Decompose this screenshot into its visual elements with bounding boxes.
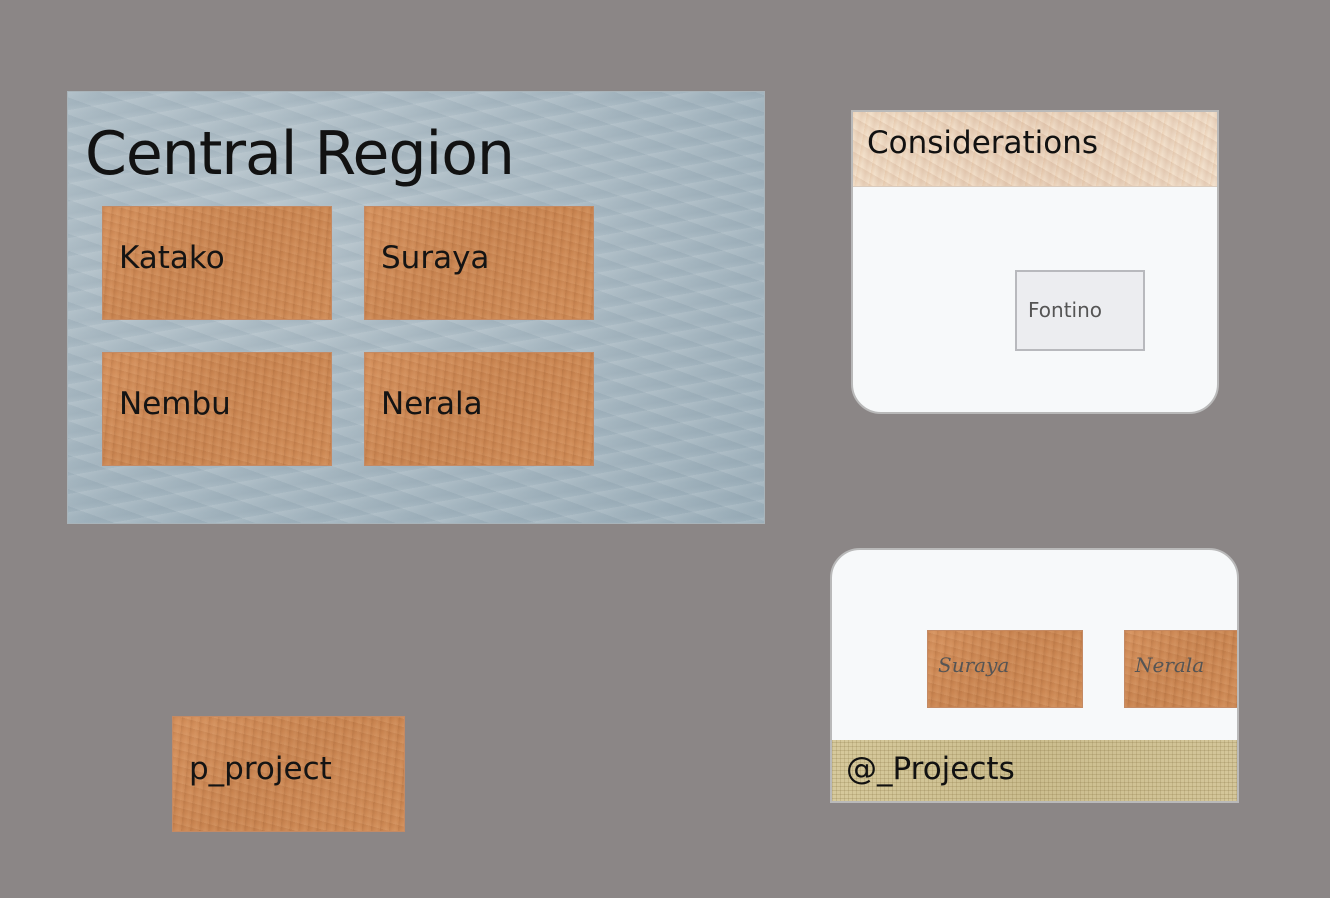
node-nerala[interactable]: Nerala (364, 352, 594, 466)
projects-panel[interactable]: Suraya Nerala @_Projects (830, 548, 1239, 803)
node-label: Nerala (1135, 653, 1205, 677)
central-region-group[interactable]: Central Region Katako Suraya Nembu Neral… (67, 91, 765, 524)
node-label: Suraya (938, 653, 1010, 677)
node-label: Fontino (1028, 298, 1103, 322)
node-nerala-small[interactable]: Nerala (1124, 630, 1237, 708)
node-suraya-small[interactable]: Suraya (927, 630, 1083, 708)
central-region-title: Central Region (85, 119, 515, 189)
node-suraya[interactable]: Suraya (364, 206, 594, 320)
node-katako[interactable]: Katako (102, 206, 332, 320)
node-label: p_project (189, 751, 332, 787)
node-label: Nerala (381, 386, 483, 422)
projects-title: @_Projects (846, 751, 1015, 787)
node-nembu[interactable]: Nembu (102, 352, 332, 466)
node-fontino[interactable]: Fontino (1015, 270, 1145, 351)
node-label: Suraya (381, 240, 490, 276)
projects-footer: @_Projects (832, 740, 1237, 801)
considerations-title: Considerations (867, 125, 1099, 161)
node-label: Nembu (119, 386, 231, 422)
considerations-panel[interactable]: Considerations Fontino (851, 110, 1219, 414)
node-label: Katako (119, 240, 225, 276)
node-p-project[interactable]: p_project (172, 716, 405, 832)
considerations-header: Considerations (853, 112, 1217, 187)
